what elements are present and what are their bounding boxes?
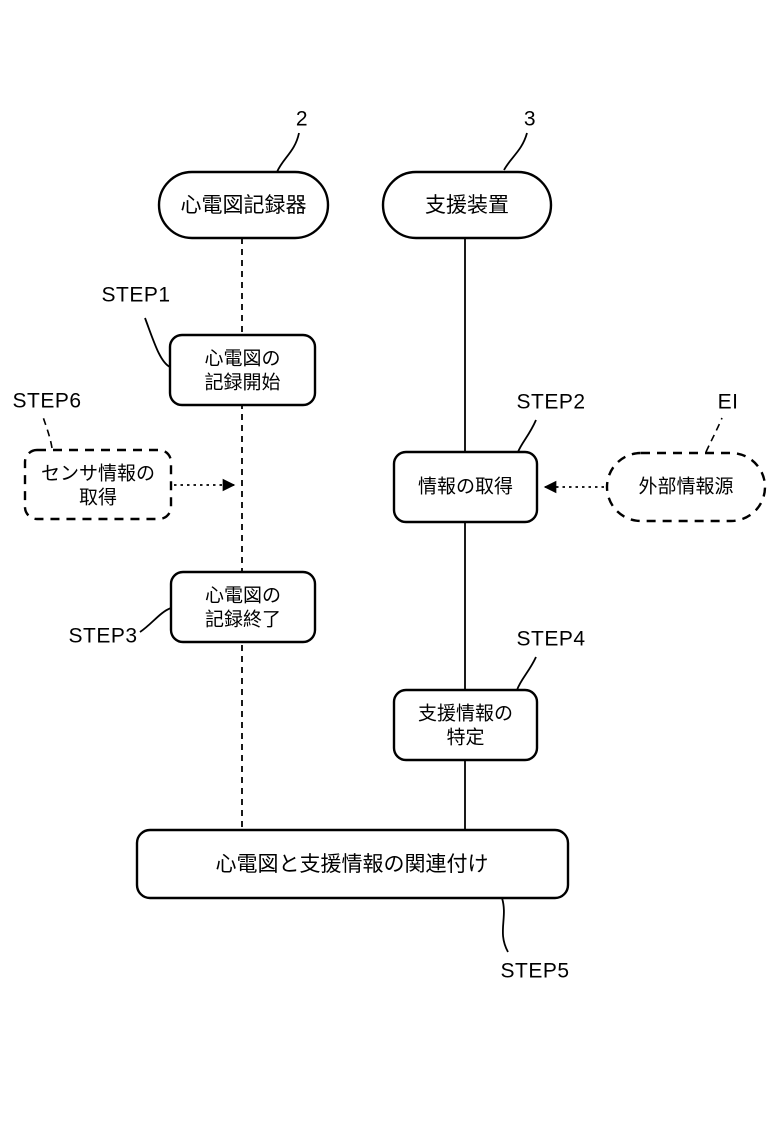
step-box-step2[interactable]	[392, 450, 539, 524]
ref-label-step1: STEP1	[101, 284, 170, 307]
leader-ref-3	[503, 132, 528, 171]
ref-label-step2: STEP2	[516, 391, 585, 414]
step6-text-line1: センサ情報の	[41, 463, 155, 485]
leader-step3	[139, 607, 172, 633]
ref-label-step6: STEP6	[12, 390, 81, 413]
step1-text-line1: 心電図の	[204, 348, 280, 370]
step-box-step5[interactable]	[135, 828, 570, 900]
ref-label-step3: STEP3	[68, 625, 137, 648]
step4-text-line2: 特定	[446, 727, 484, 749]
step3-text-line1: 心電図の	[205, 585, 281, 607]
external-source-box[interactable]	[605, 451, 767, 523]
actor-box-ecg-recorder[interactable]	[157, 170, 330, 240]
leader-step4	[516, 656, 537, 691]
step1-text-line2: 記録開始	[204, 372, 280, 394]
ref-label-step4: STEP4	[516, 628, 585, 651]
actor-label-ecg-recorder: 心電図記録器	[181, 193, 307, 217]
ref-number-3: 3	[524, 108, 536, 131]
step5-text-line1: 心電図と支援情報の関連付け	[216, 852, 489, 876]
external-source-label: 外部情報源	[638, 476, 733, 498]
step3-text-line2: 記録終了	[205, 609, 281, 631]
step4-text-line1: 支援情報の	[418, 703, 513, 725]
actor-label-support-device: 支援装置	[425, 193, 509, 217]
leader-step2	[517, 419, 537, 453]
leader-ref-ei	[705, 417, 723, 453]
step-box-step1[interactable]	[168, 333, 317, 407]
step-box-step6[interactable]	[23, 448, 173, 521]
leader-step1	[144, 317, 171, 368]
step6-text-line2: 取得	[79, 487, 117, 509]
leader-ref-2	[276, 132, 300, 173]
leader-step5	[501, 897, 509, 953]
ref-label-ei: EI	[718, 391, 739, 414]
actor-box-support-device[interactable]	[381, 170, 553, 240]
ref-label-step5: STEP5	[500, 960, 569, 983]
leader-step6	[41, 413, 53, 449]
step2-text-line1: 情報の取得	[418, 476, 513, 498]
ref-number-2: 2	[296, 108, 308, 131]
step-box-step4[interactable]	[392, 688, 539, 762]
step-box-step3[interactable]	[169, 570, 317, 644]
